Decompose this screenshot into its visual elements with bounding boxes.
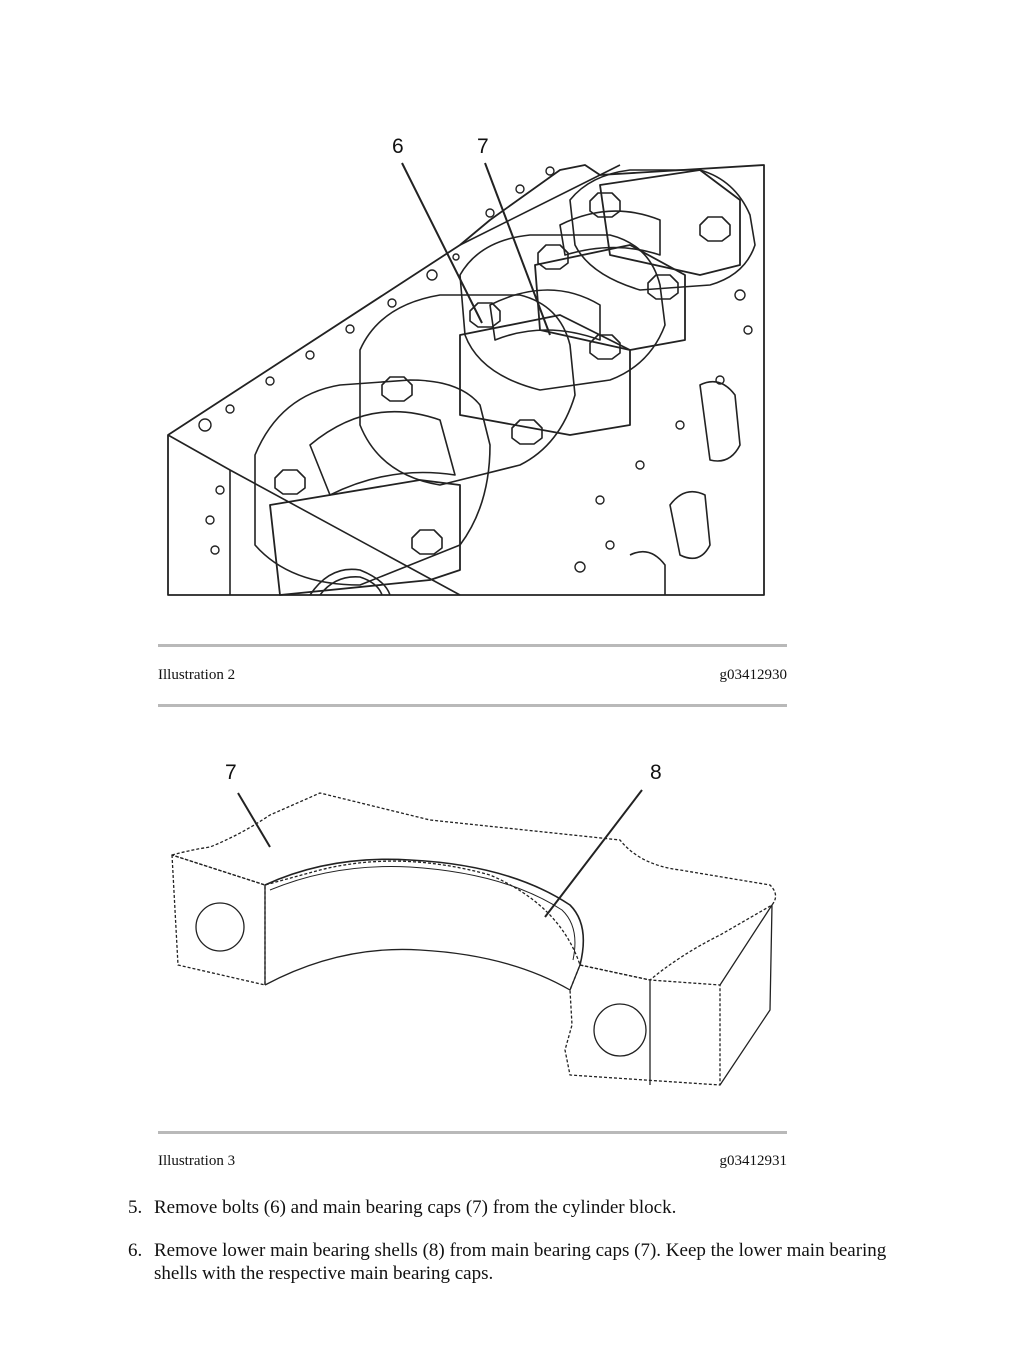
illustration-3-id: g03412931 bbox=[719, 1153, 788, 1169]
step-6: 6. Remove lower main bearing shells (8) … bbox=[128, 1239, 908, 1285]
callout-7-label: 7 bbox=[225, 761, 237, 784]
step-text: Remove bolts (6) and main bearing caps (… bbox=[154, 1197, 677, 1218]
procedure-steps: 5. Remove bolts (6) and main bearing cap… bbox=[128, 1196, 908, 1305]
illustration-3-drawing: 7 8 bbox=[160, 755, 790, 1110]
caption-top-rule bbox=[158, 644, 787, 647]
step-number: 5. bbox=[128, 1197, 143, 1218]
callout-8-label: 8 bbox=[650, 761, 662, 784]
callout-6-label: 6 bbox=[392, 135, 404, 158]
caption-top-rule bbox=[158, 1131, 787, 1134]
illustration-2-drawing: 6 7 bbox=[160, 125, 770, 600]
caption-bottom-rule bbox=[158, 704, 787, 707]
step-number: 6. bbox=[128, 1240, 143, 1261]
illustration-3-label: Illustration 3 bbox=[158, 1153, 236, 1169]
illustration-2-label: Illustration 2 bbox=[158, 667, 236, 683]
step-5: 5. Remove bolts (6) and main bearing cap… bbox=[128, 1196, 908, 1219]
callout-7-label: 7 bbox=[477, 135, 489, 158]
illustration-2-id: g03412930 bbox=[719, 667, 788, 683]
step-text: Remove lower main bearing shells (8) fro… bbox=[154, 1240, 887, 1284]
